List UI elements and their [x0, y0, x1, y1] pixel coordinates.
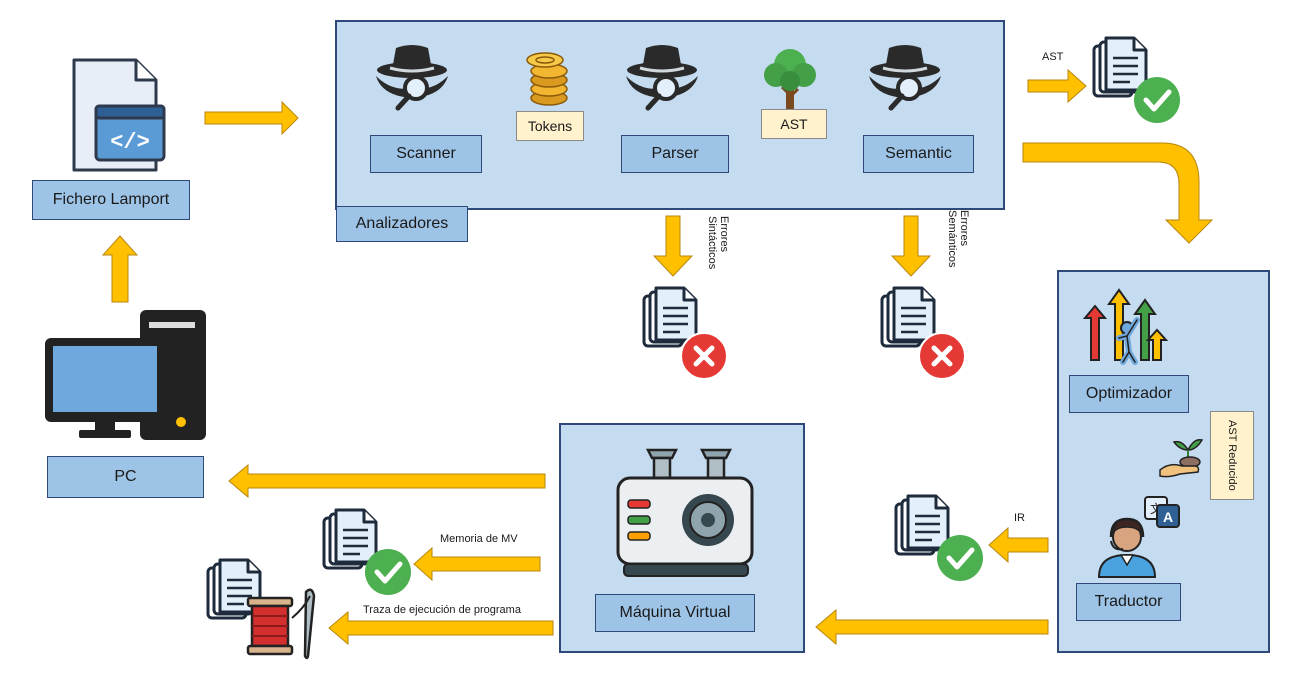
node-pc: PC [47, 456, 204, 498]
arrow-fichero-to-analizadores [204, 100, 299, 136]
arrow-memoria [413, 546, 541, 582]
node-scanner: Scanner [370, 135, 482, 173]
arrow-ir [988, 526, 1049, 564]
label-errores-semanticos: Errores Semánticos [946, 210, 970, 268]
note-ast: AST [761, 109, 827, 139]
node-optimizador: Optimizador [1069, 375, 1189, 413]
analizadores-container [335, 20, 1005, 210]
node-traductor: Traductor [1076, 583, 1181, 621]
node-analizadores: Analizadores [336, 206, 468, 242]
arrow-traza [328, 610, 554, 646]
arrow-traductor-to-maquina [815, 608, 1049, 646]
label-errores-sintacticos: Errores Sintácticos [706, 216, 730, 270]
arrow-semantic-errors [890, 215, 932, 277]
label-traza: Traza de ejecución de programa [363, 604, 521, 616]
node-fichero-lamport: Fichero Lamport [32, 180, 190, 220]
arrow-curve-to-optimizador [1022, 142, 1214, 244]
node-maquina-virtual: Máquina Virtual [595, 594, 755, 632]
node-parser: Parser [621, 135, 729, 173]
label-ir: IR [1014, 512, 1025, 524]
arrow-maquina-to-pc [228, 463, 546, 499]
note-tokens: Tokens [516, 111, 584, 141]
arrow-pc-to-fichero [101, 235, 139, 303]
node-semantic: Semantic [863, 135, 974, 173]
arrow-ast-out [1027, 68, 1087, 104]
note-ast-reducido: AST Reducido [1210, 411, 1254, 500]
arrow-parser-errors [652, 215, 694, 277]
label-memoria-mv: Memoria de MV [440, 533, 518, 545]
label-ast-out: AST [1042, 51, 1064, 63]
